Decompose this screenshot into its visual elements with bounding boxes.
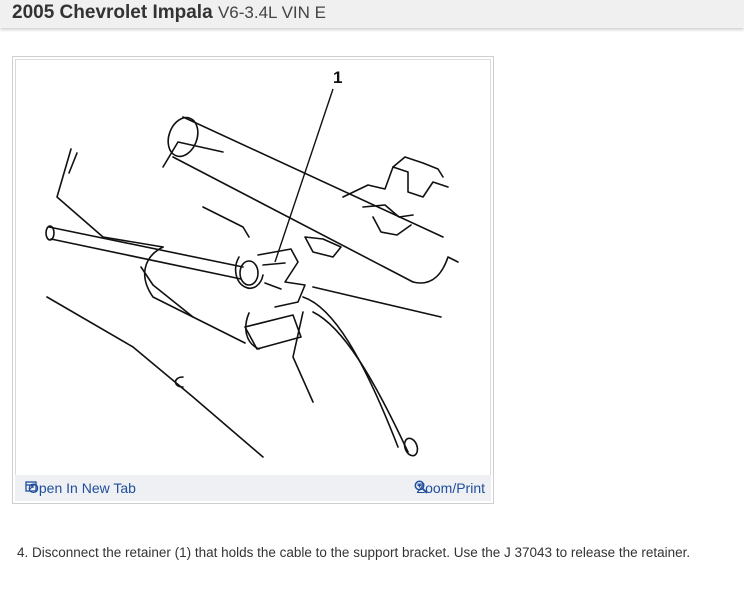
vehicle-name: 2005 Chevrolet Impala — [12, 2, 213, 23]
engine-spec: V6-3.4L VIN E — [217, 3, 326, 22]
figure-card: 1 Open In New Tab Zoom/Print — [12, 56, 494, 504]
open-in-new-tab-label: Open In New Tab — [28, 480, 136, 496]
figure-toolbar: Open In New Tab Zoom/Print — [15, 475, 491, 501]
open-in-new-tab-link[interactable]: Open In New Tab — [25, 480, 136, 496]
callout-leader-line — [274, 88, 334, 263]
instruction-step: 4. Disconnect the retainer (1) that hold… — [17, 545, 691, 560]
retainer-illustration: 1 — [45, 68, 459, 458]
callout-number: 1 — [333, 68, 342, 87]
zoom-print-link[interactable]: Zoom/Print — [414, 480, 485, 496]
vehicle-title: 2005 Chevrolet Impala V6-3.4L VIN E — [12, 2, 326, 24]
page-header: 2005 Chevrolet Impala V6-3.4L VIN E — [0, 0, 744, 28]
zoom-print-label: Zoom/Print — [416, 480, 485, 496]
